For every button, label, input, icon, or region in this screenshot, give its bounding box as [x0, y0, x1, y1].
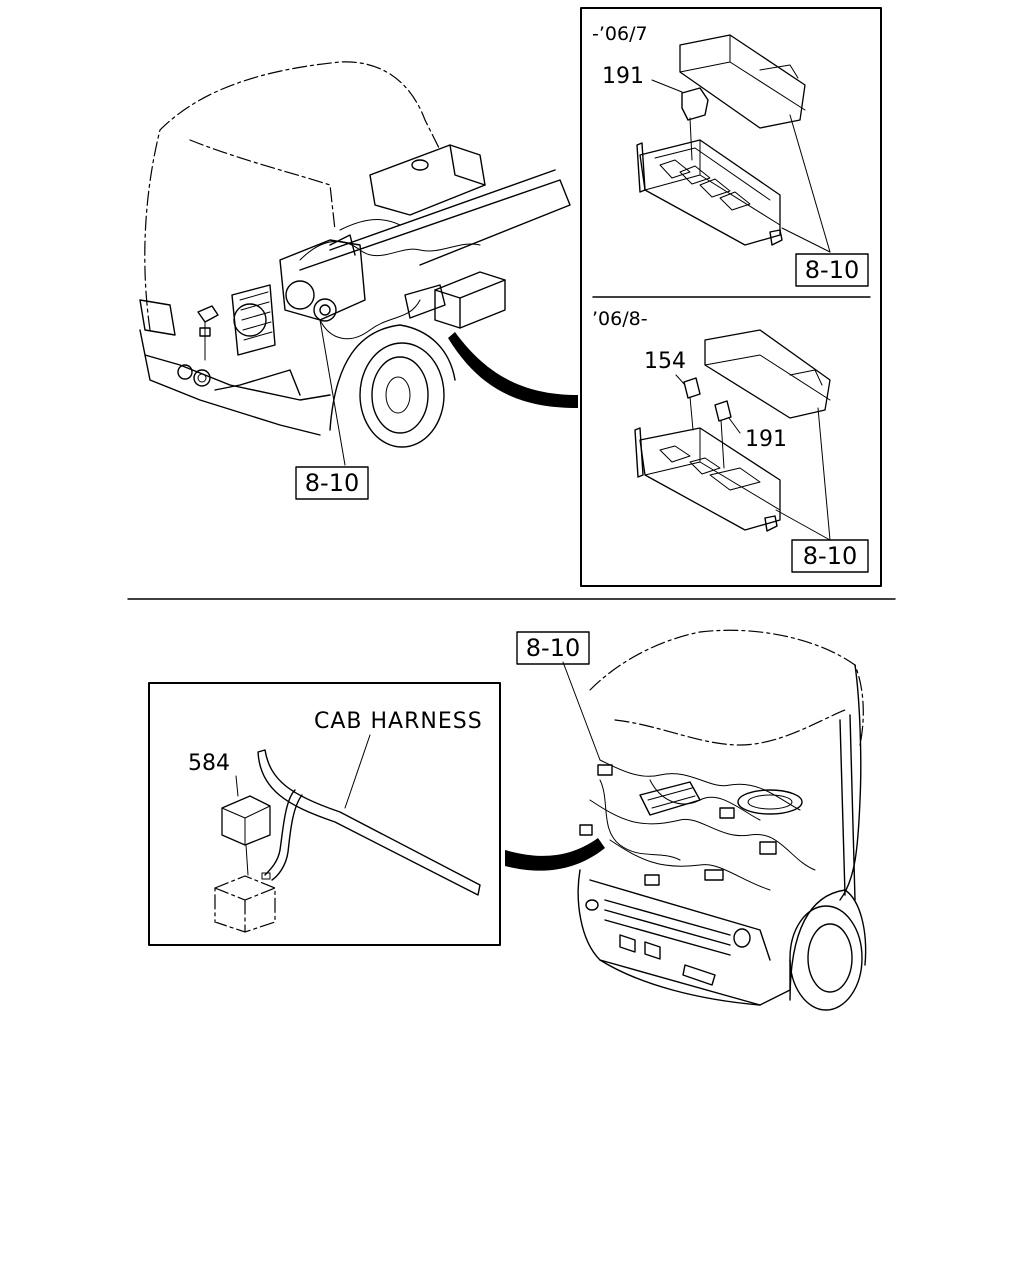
- cab-harness-label: CAB HARNESS: [314, 709, 483, 734]
- callout-584: 584: [188, 751, 230, 776]
- truck-engine-illustration: [139, 61, 571, 466]
- relay-box-inset: -’06/7 ’06/8- 191 154 191 8-10 8-10: [580, 7, 882, 587]
- ref-box-8-10-top-main: 8-10: [305, 469, 359, 497]
- fuse-box-lower: [634, 329, 831, 541]
- callout-191-lower: 191: [745, 427, 787, 452]
- period-label-upto: -’06/7: [592, 23, 648, 45]
- fuse-box-upper: [636, 34, 831, 253]
- cab-front-illustration: [562, 629, 867, 1011]
- connector-arrow-top: [448, 332, 578, 408]
- connector-arrow-bottom: [505, 838, 605, 871]
- callout-154: 154: [644, 349, 686, 374]
- callout-191-upper: 191: [602, 64, 644, 89]
- ref-box-8-10-lower: 8-10: [803, 542, 857, 570]
- cab-harness-inset: CAB HARNESS 584: [148, 682, 501, 946]
- ref-box-8-10-bottom-main: 8-10: [526, 634, 580, 662]
- period-label-from: ’06/8-: [592, 308, 648, 330]
- ref-box-8-10-upper: 8-10: [805, 256, 859, 284]
